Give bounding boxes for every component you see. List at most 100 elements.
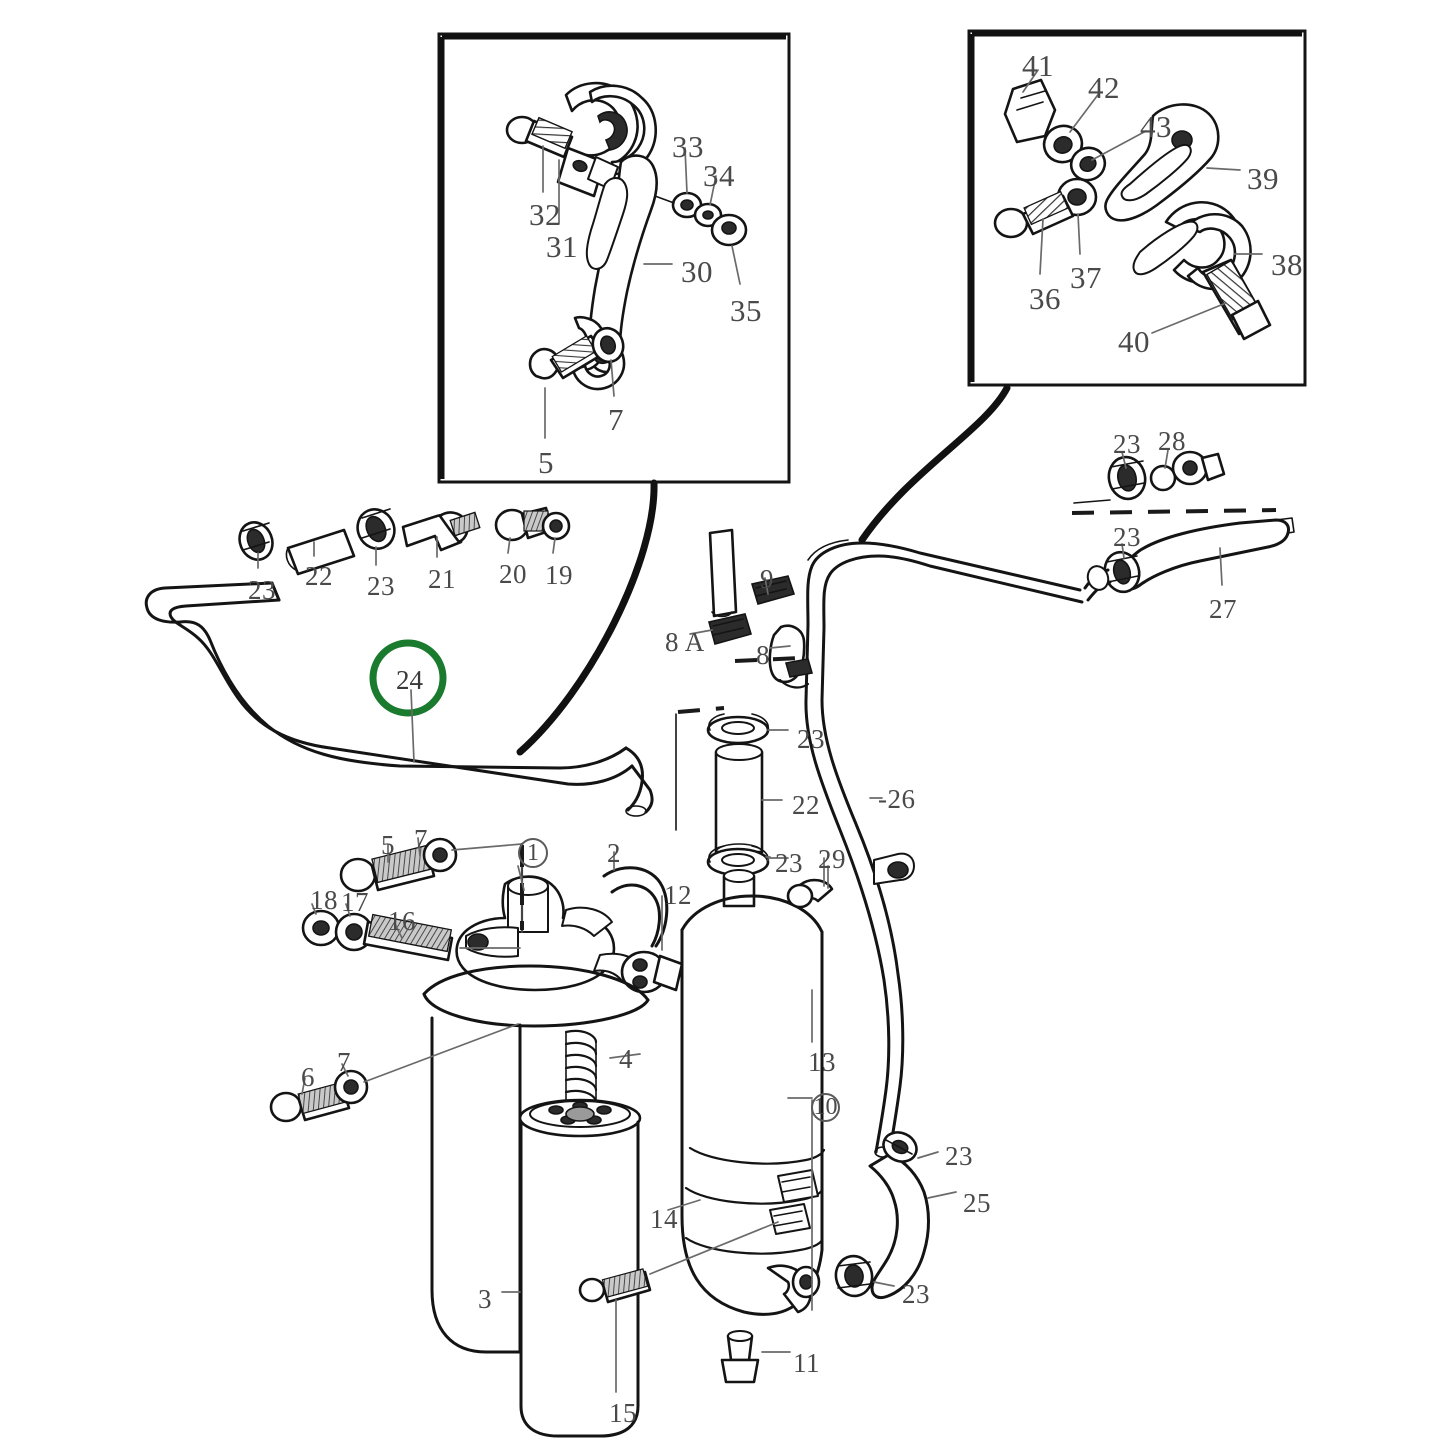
callout--26-main_labels-16: -26: [878, 784, 916, 814]
callout-19-main_labels-5: 19: [545, 560, 573, 590]
parts-5-7-main: [339, 837, 524, 934]
callout-23-main_labels-6: 23: [1113, 429, 1141, 459]
callout-9-main_labels-11: 9: [760, 564, 774, 594]
hose-fittings-upper-left: [238, 506, 571, 576]
callout-25-main_labels-33: 25: [963, 1188, 991, 1218]
part-30-lever: [567, 154, 658, 391]
filter-top-holes: [548, 1101, 612, 1125]
clip-8a: [708, 613, 753, 645]
part-3-filter-body: [430, 1016, 522, 1354]
callout-7-main_labels-28: 7: [337, 1047, 351, 1077]
inset-callout-right-inset-40: 40: [1118, 324, 1150, 359]
callout-12-main_labels-24: 12: [664, 880, 692, 910]
left-inset-leaders: [542, 145, 741, 439]
callout-8-main_labels-12: 8: [756, 640, 770, 670]
inset-callout-left-inset-32: 32: [529, 197, 561, 232]
callout-23-main_labels-2: 23: [367, 571, 395, 601]
callout-5-main_labels-18: 5: [381, 830, 395, 860]
callout-6-main_labels-27: 6: [301, 1062, 315, 1092]
clamp-23d: [1103, 550, 1141, 594]
parts-33-34-35: [654, 191, 748, 247]
callout-28-main_labels-7: 28: [1158, 426, 1186, 456]
part-24-highlight-circle: [369, 639, 447, 717]
part-13-canister: [680, 894, 826, 1384]
inset-callout-left-inset-33: 33: [672, 129, 704, 164]
part-27-hose-assembly: [1071, 449, 1295, 602]
inset-callout-right-inset-37: 37: [1070, 260, 1102, 295]
parts-6-7-lower: [269, 1023, 519, 1123]
callout-7-main_labels-19: 7: [414, 824, 428, 854]
callout-2-main_labels-23: 2: [607, 838, 621, 868]
inset-callout-right-inset-42: 42: [1088, 70, 1120, 105]
callout-18-main_labels-20: 18: [310, 885, 338, 915]
bolt-lower-center: [578, 1221, 779, 1304]
callout-23-main_labels-15: 23: [775, 848, 803, 878]
inset-callout-right-inset-43: 43: [1140, 109, 1172, 144]
part-39-bracket: [1104, 103, 1220, 222]
part-8-bracket: [768, 624, 814, 689]
inset-callout-left-inset-34: 34: [703, 158, 735, 193]
right-inset-box: [967, 29, 1307, 387]
part-24-hose: [144, 581, 654, 817]
callout-13-main_labels-26: 13: [808, 1047, 836, 1077]
inset-callout-left-inset-35: 35: [730, 293, 762, 328]
washer-23e: [706, 713, 770, 745]
callout-22-main_labels-14: 22: [792, 790, 820, 820]
inset-callout-right-inset-36: 36: [1029, 281, 1061, 316]
parts-9-8a-8: [689, 528, 814, 689]
clamp-23b: [356, 508, 396, 550]
clip-9: [750, 575, 796, 605]
callout-23-main_labels-32: 23: [945, 1141, 973, 1171]
callout-16-main_labels-22: 16: [388, 906, 416, 936]
sleeve-22a: [285, 528, 356, 576]
callout-4-main_labels-25: 4: [619, 1044, 633, 1074]
part-11-plug: [720, 1330, 760, 1384]
lower-hose-leaders: [873, 1151, 957, 1287]
inset-callout-left-inset-7: 7: [608, 402, 624, 437]
part-14-clamps: [769, 1169, 819, 1235]
ring-callout-10: 10: [811, 1093, 840, 1122]
callout-8A-main_labels-10: 8 A: [665, 627, 705, 657]
part-31-clamp: [556, 81, 658, 198]
part-15-filter-canister: [518, 1098, 642, 1438]
inset-connector-lines: [516, 384, 1011, 756]
upper-left-leaders: [257, 536, 556, 569]
callout-22-main_labels-1: 22: [305, 561, 333, 591]
sleeve-22b: [714, 743, 764, 861]
callout-23-main_labels-13: 23: [797, 724, 825, 754]
part-4-spring: [564, 1029, 598, 1111]
part-24-leader: [410, 689, 415, 763]
spacer-column-22: [675, 706, 789, 908]
clamp-23g: [882, 1131, 918, 1163]
inset-callout-right-inset-38: 38: [1271, 247, 1303, 282]
part-42-washer: [1042, 124, 1084, 164]
washer-19: [541, 511, 571, 541]
inset-callout-left-inset-30: 30: [681, 254, 713, 289]
part-28-fitting: [1149, 450, 1226, 492]
callout-29-main_labels-17: 29: [818, 844, 846, 874]
parts-5-7-inset: [528, 326, 625, 380]
spacer-leaders: [761, 729, 789, 861]
callout-3-main_labels-29: 3: [478, 1284, 492, 1314]
main-leaders: [301, 797, 883, 1393]
clamp-23a: [238, 521, 274, 561]
part-40-bolt: [1201, 258, 1272, 341]
callout-23-main_labels-0: 23: [248, 575, 276, 605]
part-32-bolt: [505, 115, 574, 159]
elbow-21: [401, 511, 481, 552]
clamp-23c: [1107, 455, 1147, 501]
callout-21-main_labels-3: 21: [428, 564, 456, 594]
part-36-bolt: [993, 190, 1075, 239]
right-inset-leaders: [1022, 69, 1263, 334]
callout-20-main_labels-4: 20: [499, 559, 527, 589]
inset-callout-right-inset-39: 39: [1247, 161, 1279, 196]
parts-16-17-18: [301, 909, 521, 962]
callout-11-main_labels-35: 11: [793, 1348, 820, 1378]
ring-callout-1: 1: [518, 838, 548, 868]
part-9-8-leaders: [689, 577, 791, 649]
inset-callout-right-inset-41: 41: [1022, 48, 1054, 83]
inset-callout-left-inset-5: 5: [538, 445, 554, 480]
callout-23-main_labels-34: 23: [902, 1279, 930, 1309]
